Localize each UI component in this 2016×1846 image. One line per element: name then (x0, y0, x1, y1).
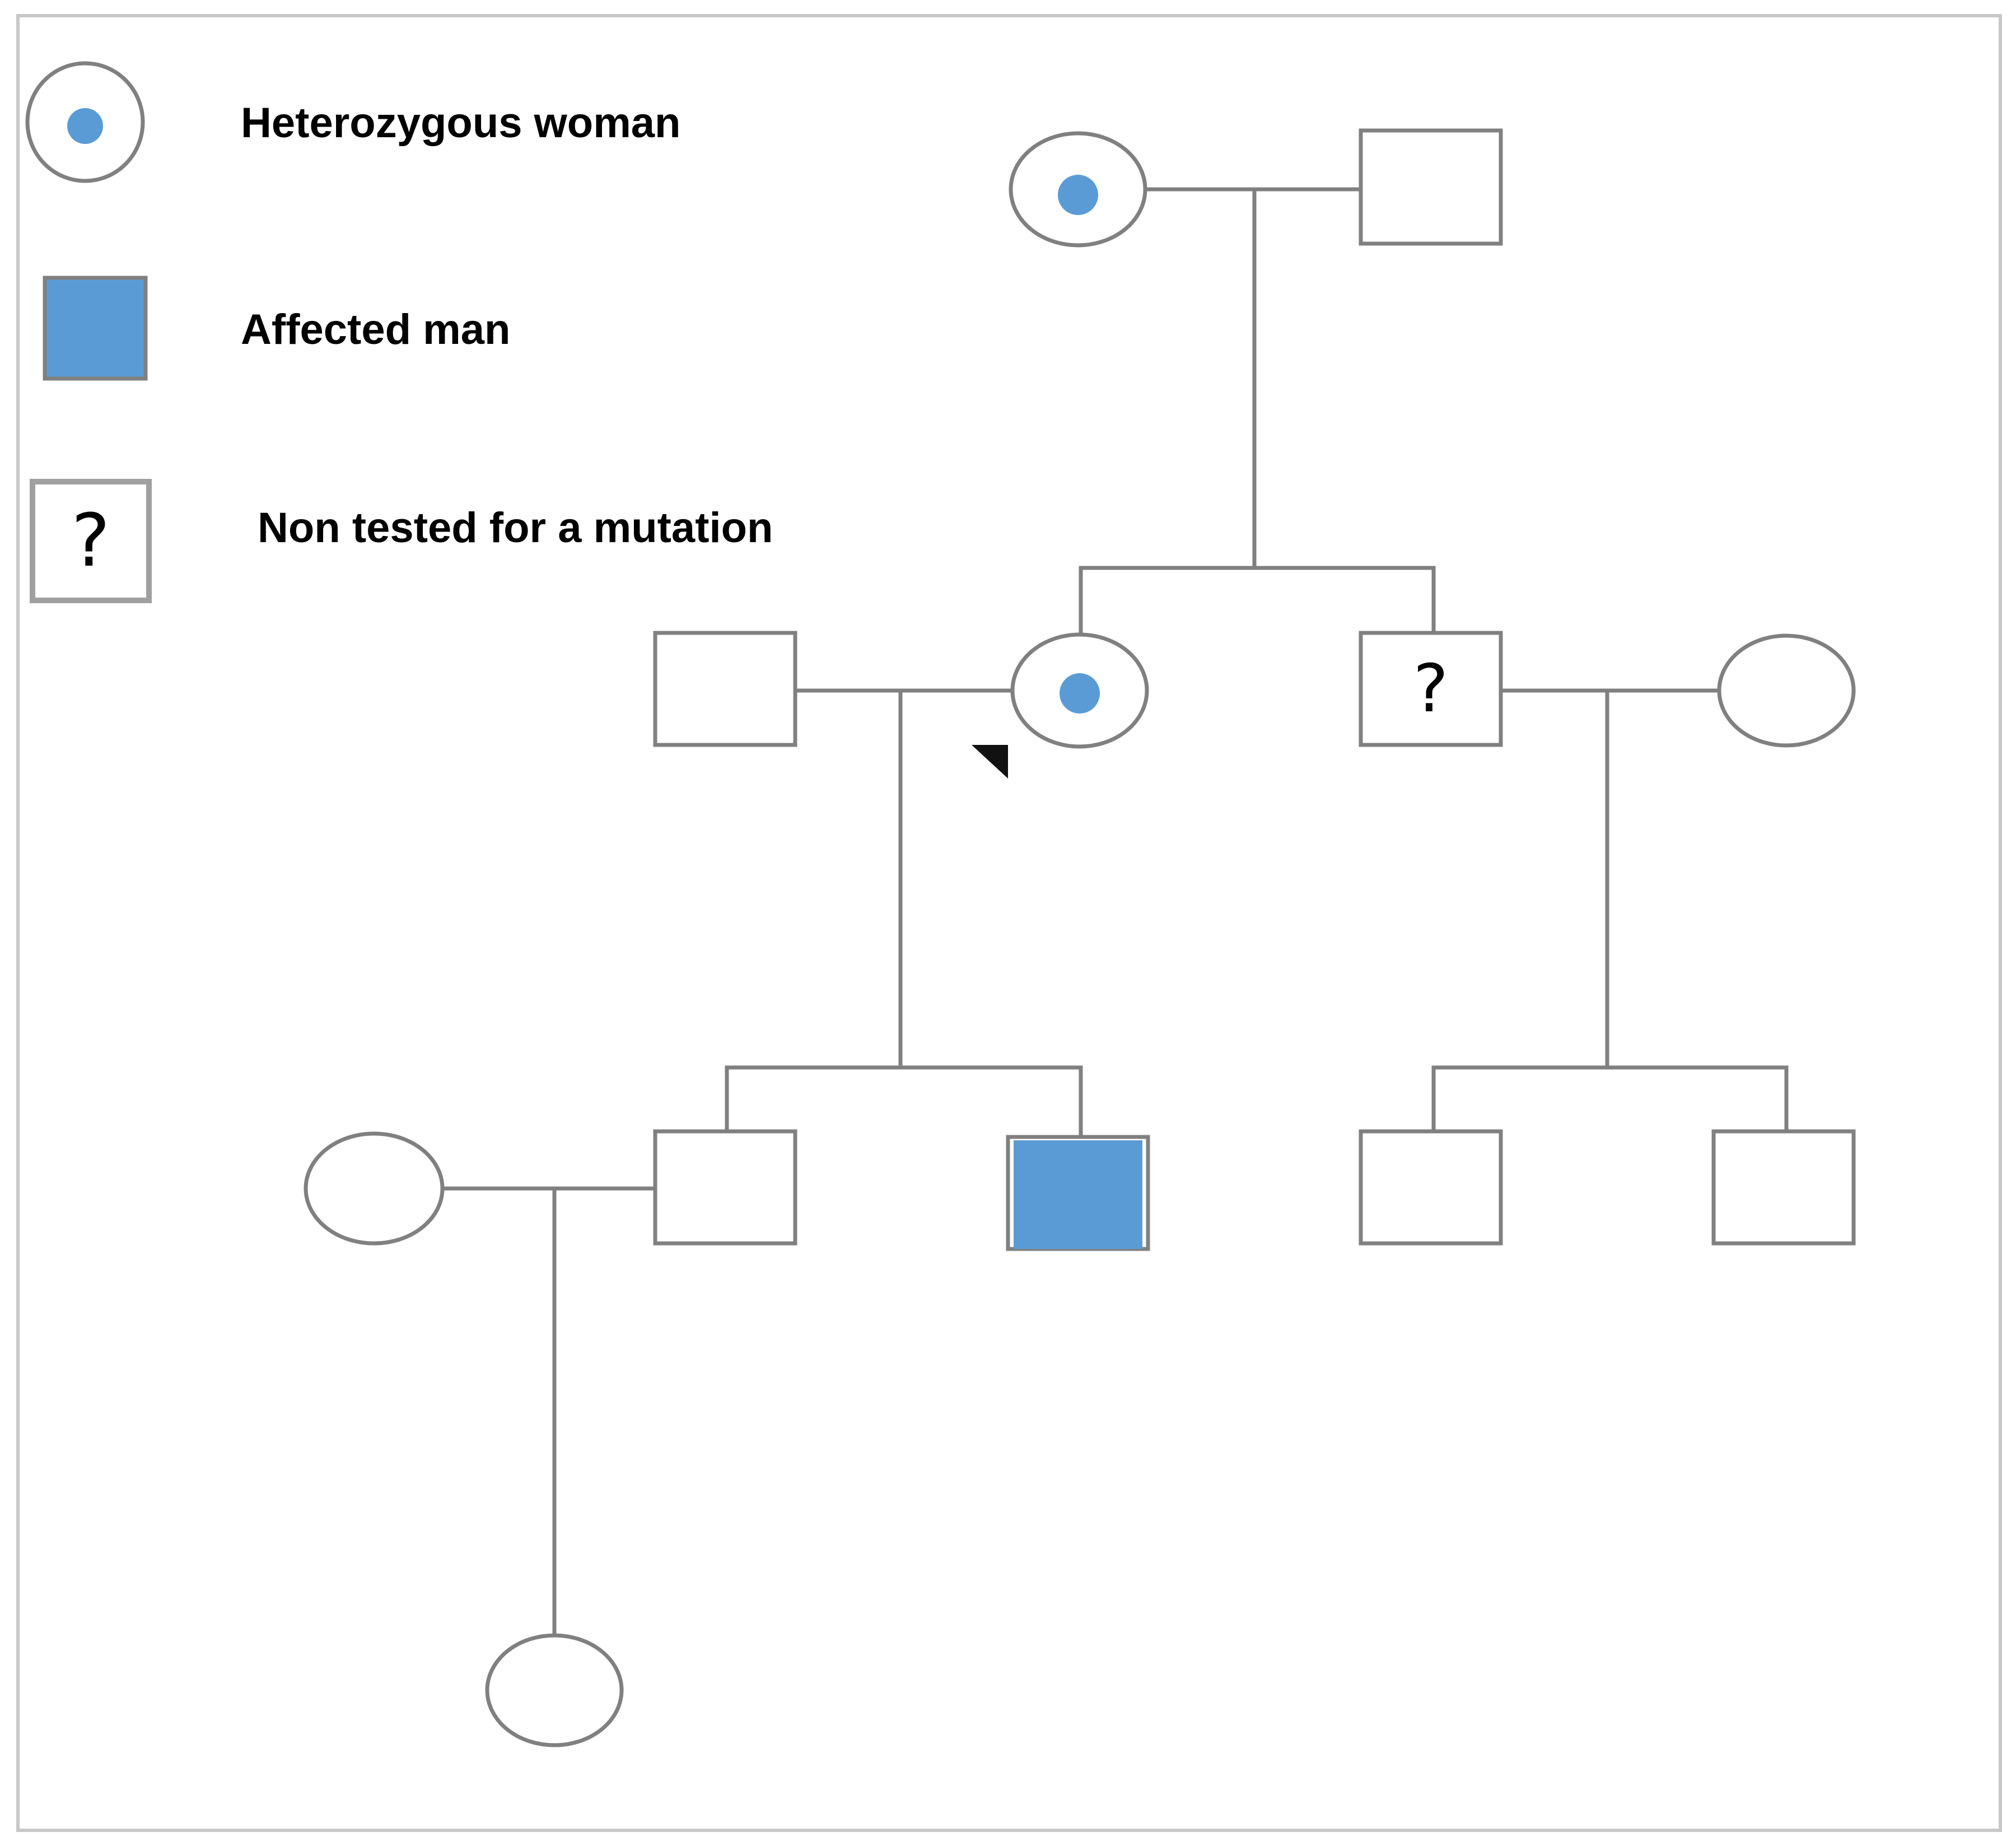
gen4-woman (485, 1633, 624, 1747)
legend-label-heterozygous-woman: Heterozygous woman (241, 99, 680, 147)
gen2-man-left-spouse (653, 631, 797, 747)
gen3-affected-man (1006, 1135, 1150, 1251)
affected-fill (1014, 1140, 1142, 1249)
gen1-man (1359, 128, 1503, 246)
legend-question-mark: ? (72, 498, 110, 583)
pedigree-lines (440, 187, 1789, 1638)
gen1-heterozygous-woman (1009, 131, 1147, 248)
gen2-heterozygous-woman (1010, 632, 1149, 749)
legend-heterozygous-woman-symbol (25, 61, 145, 183)
carrier-dot (1060, 673, 1100, 714)
legend-affected-man-symbol (43, 276, 148, 381)
diagram-frame (16, 14, 2002, 1832)
untested-question-mark: ? (1413, 650, 1449, 727)
proband-arrow-icon (972, 745, 1008, 779)
legend-non-tested-symbol: ? (30, 479, 152, 603)
legend-label-affected-man: Affected man (241, 306, 510, 353)
gen3-man (653, 1129, 797, 1246)
gen2-woman-right-spouse (1717, 633, 1856, 748)
legend: Heterozygous woman Affected man ? Non te… (25, 61, 773, 603)
gen3-man-right-1 (1359, 1129, 1503, 1246)
gen3-woman-spouse (304, 1131, 445, 1246)
legend-label-non-tested: Non tested for a mutation (258, 504, 773, 552)
legend-non-tested-box (30, 479, 152, 603)
gen2-untested-man: ? (1359, 631, 1503, 747)
gen3-man-right-2 (1711, 1129, 1856, 1246)
legend-carrier-dot (67, 108, 103, 144)
carrier-dot (1058, 175, 1098, 215)
male-symbol (1359, 631, 1503, 747)
